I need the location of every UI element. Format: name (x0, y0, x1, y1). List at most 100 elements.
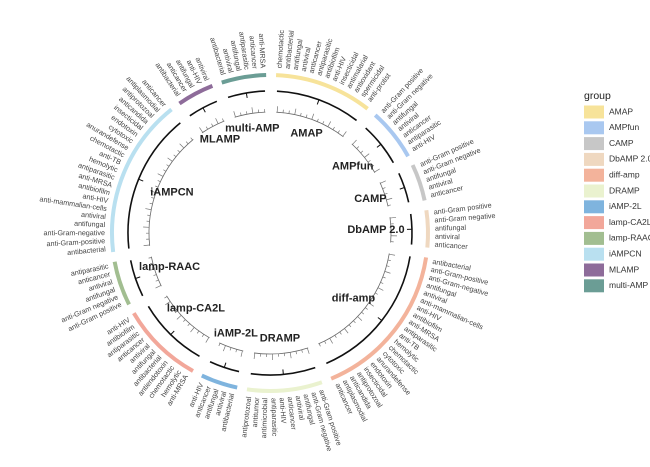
leaf-tick (371, 165, 375, 168)
leaf-label: antiviral (294, 395, 307, 421)
leaf-tick (361, 311, 365, 315)
leaf-tick (185, 141, 189, 145)
legend-swatch-multi-amp (584, 279, 604, 293)
leaf-tick (218, 343, 221, 347)
dendrogram-tree (127, 90, 413, 376)
branch-arc-mlamp (189, 100, 218, 117)
leaf-tick (316, 118, 319, 122)
ring-segment-iamp-2l (200, 373, 238, 390)
leaf-tick (229, 347, 232, 351)
legend-label-camp: CAMP (609, 138, 634, 148)
leaf-tick (294, 108, 297, 115)
leaf-label: antiviral (81, 210, 107, 221)
branch-root-camp (399, 187, 405, 190)
section-label-iamp-2l: iAMP-2L (214, 327, 258, 339)
leaf-tick (149, 262, 153, 265)
leaf-tick (153, 274, 157, 276)
legend-swatch-lamp-ca2l (584, 216, 604, 230)
leaf-tick (171, 305, 174, 309)
leaf-tick (289, 352, 292, 359)
ring-segment-diff-amp (330, 257, 429, 381)
legend-swatch-camp (584, 137, 604, 151)
section-label-dramp: DRAMP (260, 332, 300, 344)
leaf-tick (235, 349, 238, 353)
branch-root-lamp-raac (135, 276, 141, 279)
leaf-label: anti-HIV (278, 397, 289, 424)
leaf-tick (233, 111, 236, 118)
legend-label-amap: AMAP (609, 106, 633, 116)
leaf-labels: chemotacticantibacterialantifungalantivi… (39, 29, 496, 452)
legend-label-lamp-raac: lamp-RAAC (609, 233, 650, 243)
leaf-tick (368, 302, 374, 307)
leaf-tick (179, 143, 185, 149)
leaf-tick (387, 259, 391, 262)
section-label-amap: AMAP (290, 127, 322, 139)
ring-segment-dramp (246, 380, 323, 393)
leaf-tick (246, 111, 248, 115)
branch-arc-lamp-raac (129, 260, 144, 297)
leaf-tick (337, 130, 340, 134)
leaf-tick (301, 349, 303, 353)
branch-root-iampcn (138, 178, 144, 182)
leaf-tick (374, 292, 378, 295)
leaf-tick (390, 216, 397, 219)
branch-arc-iampcn (127, 122, 181, 249)
leaf-tick (327, 121, 332, 127)
leaf-label: anti-MRSA (257, 33, 268, 68)
legend-swatch-diff-amp (584, 168, 604, 182)
leaf-tick (157, 173, 164, 177)
leaf-tick (377, 287, 384, 291)
leaf-tick (305, 114, 308, 118)
legend-label-iamp-2l: iAMP-2L (609, 201, 642, 211)
legend-label-lamp-ca2l: lamp-CA2L (609, 217, 650, 227)
leaf-tick (155, 279, 159, 282)
leaf-tick (222, 118, 224, 122)
leaf-tick (199, 127, 204, 133)
leaf-tick (151, 197, 155, 199)
section-label-dbamp-2-0: DbAMP 2.0 (347, 224, 404, 236)
leaf-tick (183, 319, 186, 322)
leaf-tick (324, 340, 327, 344)
leaf-tick (251, 107, 254, 114)
branch-root-iamp-2l (223, 362, 227, 368)
leaf-tick (150, 190, 157, 193)
section-label-multi-amp: multi-AMP (225, 122, 279, 134)
leaf-tick (187, 323, 190, 327)
leaf-tick (382, 276, 386, 279)
leaf-arc-amap (276, 111, 344, 138)
leaf-tick (353, 320, 356, 324)
leaf-tick (380, 180, 386, 184)
leaf-tick (386, 197, 393, 201)
leaf-tick (357, 316, 363, 321)
branch-arc-lamp-ca2l (147, 305, 200, 357)
leaf-tick (222, 345, 226, 352)
leaf-tick (205, 337, 210, 343)
section-label-lamp-ca2l: lamp-CA2L (167, 303, 225, 315)
leaf-tick (329, 338, 333, 344)
legend-label-multi-amp: multi-AMP (609, 280, 649, 290)
leaf-tick (344, 328, 349, 334)
leaf-tick (149, 202, 153, 205)
ring-segment-camp (410, 164, 427, 201)
leaf-label: anti-Gram-positive (46, 236, 105, 248)
leaf-tick (201, 334, 205, 337)
leaf-tick (360, 150, 364, 154)
leaf-tick (334, 335, 337, 338)
ring-segment-ampfun (373, 113, 410, 158)
leaf-label: antiviral (435, 232, 460, 242)
leaf-arc-mlamp (201, 120, 225, 134)
leaf-tick (380, 282, 384, 284)
leaf-arc-lamp-ca2l (166, 295, 210, 339)
legend-swatch-dbamp-2-0 (584, 152, 604, 166)
leaf-tick (339, 331, 342, 335)
legend-swatch-iamp-2l (584, 200, 604, 214)
leaf-label: antiparasitic (270, 398, 280, 437)
ring-segment-lamp-ca2l (132, 312, 194, 373)
leaf-tick (356, 146, 360, 149)
branch-root-amap (316, 99, 320, 105)
leaf-arc-iamp-2l (219, 342, 244, 352)
legend-swatch-iampcn (584, 247, 604, 261)
leaf-tick (374, 168, 380, 173)
